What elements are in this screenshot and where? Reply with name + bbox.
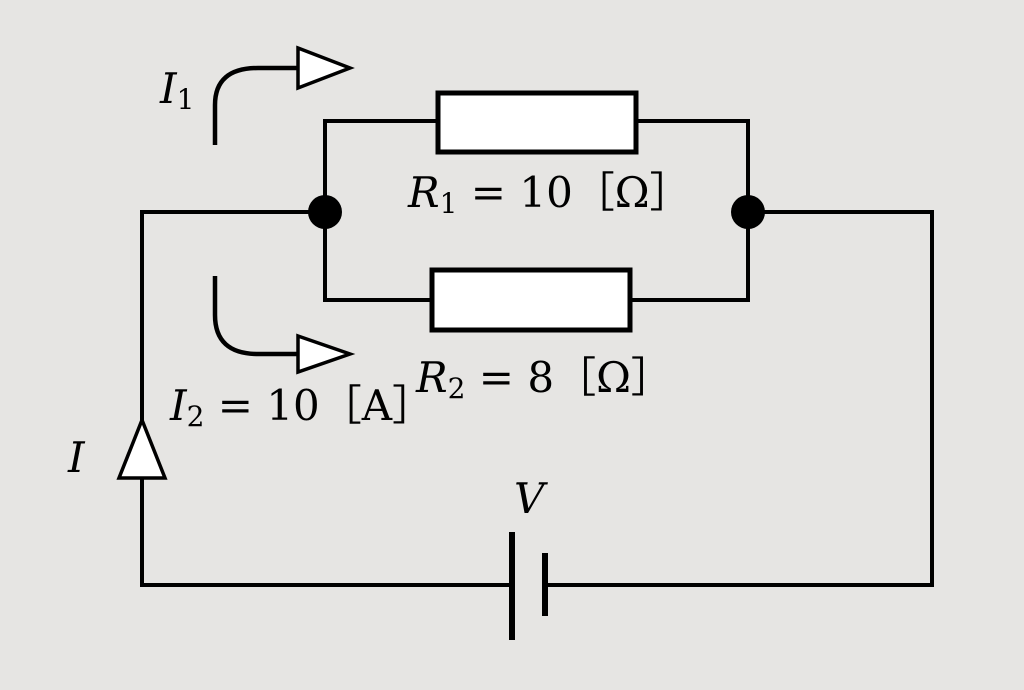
circuit-wires xyxy=(140,119,934,587)
current-i1-arrow-shaft xyxy=(212,65,300,145)
label-i1: I1 xyxy=(159,64,194,116)
wire-upper-branch-right xyxy=(634,119,750,214)
label-i2-symbol: I xyxy=(169,381,188,430)
label-v: V xyxy=(514,474,548,523)
resistor-r1 xyxy=(435,90,639,155)
label-i: I xyxy=(67,433,86,482)
label-r2-symbol: R xyxy=(415,353,448,402)
battery-symbol xyxy=(509,532,548,640)
label-r1-subscript: 1 xyxy=(440,187,458,220)
junction-node-left xyxy=(308,195,342,229)
label-i2: I2 = 10［A］ xyxy=(169,381,434,433)
label-i1-subscript: 1 xyxy=(177,83,195,116)
label-i2-value: = 10［A］ xyxy=(204,381,434,430)
current-i1-arrow-head xyxy=(296,45,355,91)
wire-right-return xyxy=(543,210,934,587)
current-i-arrow-icon xyxy=(116,415,168,480)
wire-lower-branch-left xyxy=(323,210,434,302)
label-r1-value: = 10［Ω］ xyxy=(457,168,691,217)
label-r1-symbol: R xyxy=(407,168,440,217)
current-i1-arrow-icon xyxy=(212,45,355,145)
current-i2-arrow-icon xyxy=(212,276,356,375)
label-r2: R2 = 8［Ω］ xyxy=(415,353,673,405)
label-r1: R1 = 10［Ω］ xyxy=(407,168,692,220)
junction-node-right xyxy=(731,195,765,229)
current-i2-arrow-shaft xyxy=(212,276,300,357)
resistor-r2 xyxy=(429,267,633,333)
label-i1-symbol: I xyxy=(159,64,178,113)
label-i2-subscript: 2 xyxy=(187,400,205,433)
wire-bottom-left xyxy=(140,476,514,587)
wire-lower-branch-right xyxy=(628,210,750,302)
wire-upper-branch-left xyxy=(323,119,440,214)
label-r2-subscript: 2 xyxy=(448,372,466,405)
label-r2-value: = 8［Ω］ xyxy=(465,353,672,402)
current-i2-arrow-head xyxy=(296,333,356,375)
